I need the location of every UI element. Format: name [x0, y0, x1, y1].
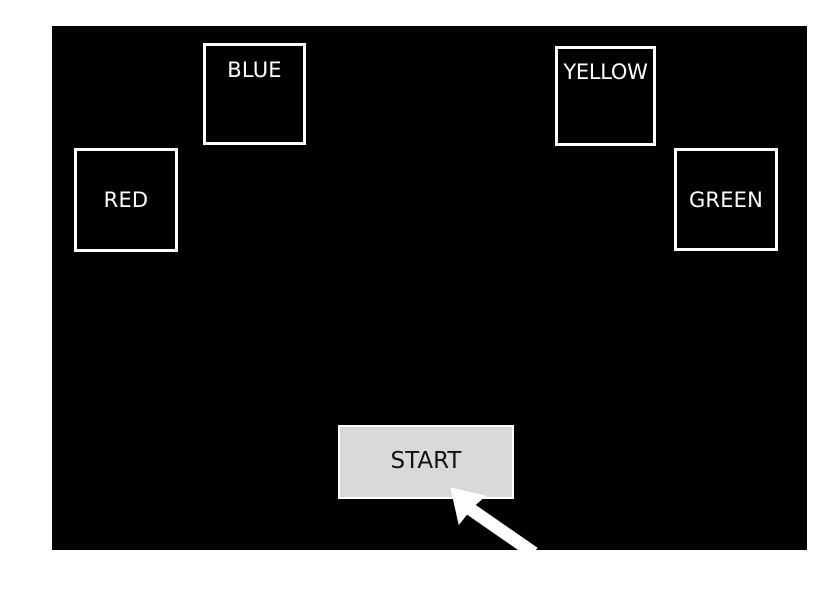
blue-target-box[interactable]: BLUE	[203, 43, 306, 145]
task-stage: BLUE YELLOW RED GREEN START	[52, 26, 807, 558]
green-target-box[interactable]: GREEN	[674, 148, 778, 251]
start-button[interactable]: START	[338, 425, 514, 499]
blue-target-label: BLUE	[227, 58, 282, 82]
yellow-target-box[interactable]: YELLOW	[555, 46, 656, 146]
yellow-target-label: YELLOW	[563, 60, 648, 84]
arrow-pointer-icon	[450, 487, 538, 558]
red-target-box[interactable]: RED	[74, 148, 178, 252]
green-target-label: GREEN	[688, 187, 764, 212]
start-button-label: START	[390, 448, 462, 474]
red-target-label: RED	[103, 188, 149, 212]
